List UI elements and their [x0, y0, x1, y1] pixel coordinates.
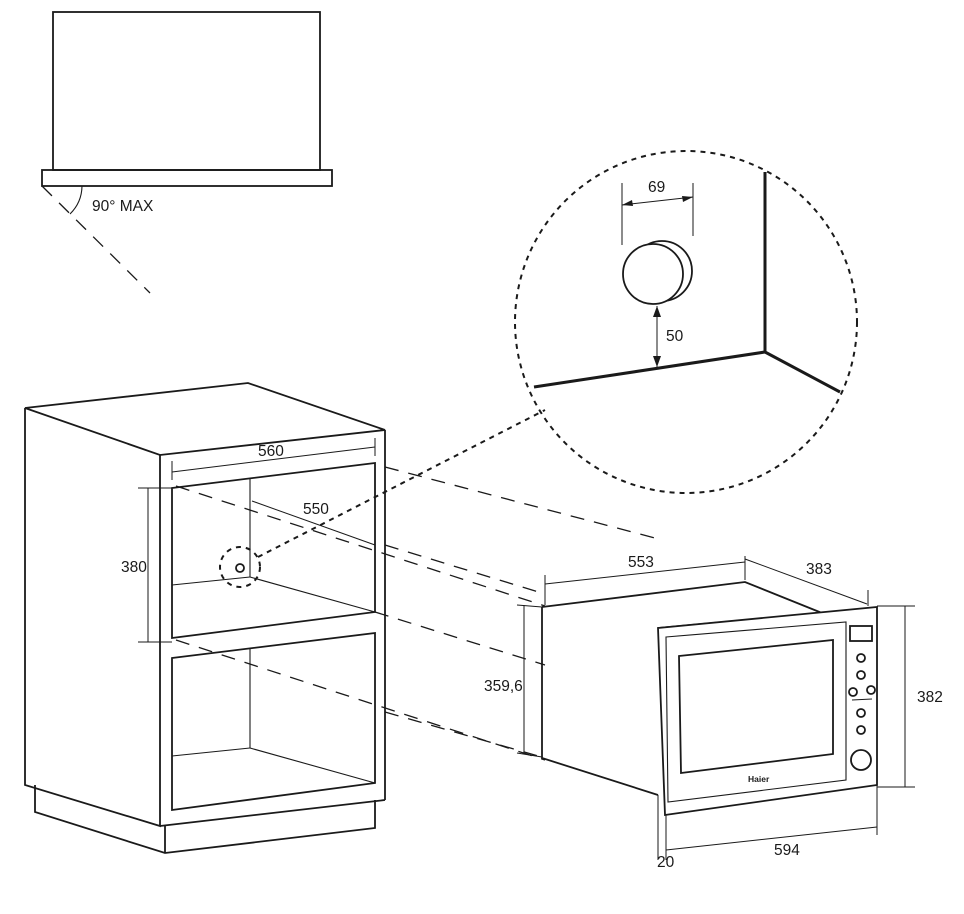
- oven-dial: [850, 749, 872, 771]
- oven-button-4: [866, 685, 876, 695]
- door-angle-arc: [69, 185, 83, 215]
- cabinet: [24, 382, 386, 854]
- projection-line-3: [384, 544, 546, 595]
- dim-553-line: [544, 561, 746, 585]
- oven-button-2: [856, 670, 866, 680]
- dim-50-label: 50: [666, 328, 684, 345]
- oven-button-6: [856, 725, 866, 735]
- dim-3596-ext-bottom: [516, 752, 543, 758]
- dim-69-arrow-right: [682, 196, 693, 202]
- cabinet-top: [24, 382, 386, 456]
- oven-button-3: [848, 687, 858, 697]
- detail-circle-outline: [514, 150, 858, 494]
- dim-383-line: [744, 558, 868, 605]
- dim-553-label: 553: [628, 554, 654, 571]
- dim-69-label: 69: [648, 179, 665, 196]
- door-outline: [52, 11, 321, 171]
- projection-lines: [175, 466, 656, 761]
- cabinet-hole: [235, 563, 245, 573]
- door-angle-label: 90° MAX: [92, 198, 154, 215]
- dim-69-arrow-left: [622, 200, 633, 206]
- projection-line-4: [374, 611, 546, 666]
- oven-button-1: [856, 653, 866, 663]
- cabinet-hole-marker: [219, 546, 261, 588]
- dim-550-line: [251, 500, 376, 546]
- detail-circle: 69 50: [514, 150, 858, 494]
- dim-550-label: 550: [303, 501, 329, 518]
- projection-line-6: [384, 711, 546, 759]
- upper-opening: [171, 461, 376, 640]
- dim-380-label: 380: [121, 559, 147, 576]
- oven-brand: Haier: [748, 774, 770, 784]
- door-swing-line: [41, 185, 151, 294]
- dim-20-label: 20: [657, 854, 675, 871]
- dim-594-line: [665, 826, 878, 851]
- oven-panel-divider: [851, 698, 873, 701]
- dim-560-label: 560: [258, 443, 284, 460]
- dim-50-arrow-top: [653, 306, 661, 317]
- cabinet-plinth: [34, 785, 376, 854]
- dim-3596-label: 359,6: [484, 678, 523, 695]
- dim-382-label: 382: [917, 689, 943, 706]
- lower-opening-inner-back: [171, 747, 251, 757]
- cabinet-dimensions: 560 550 380: [121, 438, 376, 643]
- dim-383-label: 383: [806, 561, 832, 578]
- detail-hole: [622, 243, 684, 305]
- lower-opening: [171, 631, 376, 812]
- door-opening-detail: 90° MAX: [41, 11, 333, 294]
- detail-floor-edge: [533, 350, 766, 389]
- dim-50-arrow-bottom: [653, 356, 661, 367]
- oven-front-inner: [665, 621, 847, 803]
- lower-opening-inner-floor: [249, 747, 376, 784]
- oven-body-side: [541, 607, 659, 796]
- dim-69-line: [621, 196, 694, 206]
- door-bottom-strip: [41, 169, 333, 187]
- upper-opening-inner-floor: [249, 576, 376, 613]
- dim-3596-ext-top: [516, 604, 543, 608]
- oven-window: [678, 639, 834, 775]
- cabinet-base-line: [159, 799, 386, 827]
- dim-594-label: 594: [774, 842, 800, 859]
- detail-corner-edge: [764, 350, 841, 394]
- oven: Haier: [541, 581, 878, 817]
- oven-display: [849, 625, 873, 642]
- oven-button-5: [856, 708, 866, 718]
- oven-dimensions: 553 383 359,6 382 594 20: [484, 554, 943, 871]
- dim-560-line: [171, 446, 376, 473]
- upper-opening-inner-back: [171, 576, 251, 586]
- detail-connector: [257, 409, 546, 558]
- cabinet-side: [24, 408, 161, 828]
- projection-line-2: [175, 485, 546, 607]
